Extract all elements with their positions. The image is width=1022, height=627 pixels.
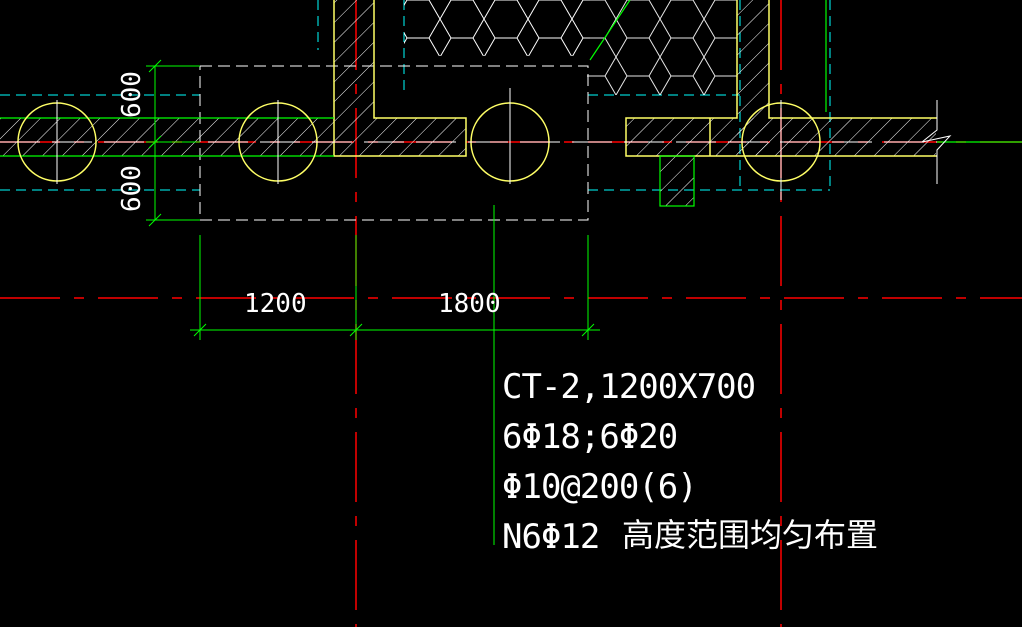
vertical-dimension (146, 59, 200, 227)
annotation-side-rebar-text: 高度范围均匀布置 (622, 516, 878, 554)
break-line (921, 100, 952, 184)
pile-cap-annotation: CT-2,1200X700 6Φ18;6Φ20 Φ10@200(6) N6Φ12… (502, 367, 878, 557)
annotation-stirrup: Φ10@200(6) (502, 467, 697, 507)
annotation-side-rebar-code: N6Φ12 (502, 517, 599, 557)
annotation-cap-size: CT-2,1200X700 (502, 367, 755, 407)
dim-vertical-top: 600 (117, 71, 147, 118)
horizontal-dimension (190, 205, 600, 545)
dim-horizontal-right: 1800 (438, 289, 501, 319)
wall-outlines (333, 0, 937, 157)
annotation-main-rebar: 6Φ18;6Φ20 (502, 417, 677, 457)
dim-horizontal-left: 1200 (244, 289, 307, 319)
dim-vertical-bottom: 600 (117, 165, 147, 212)
